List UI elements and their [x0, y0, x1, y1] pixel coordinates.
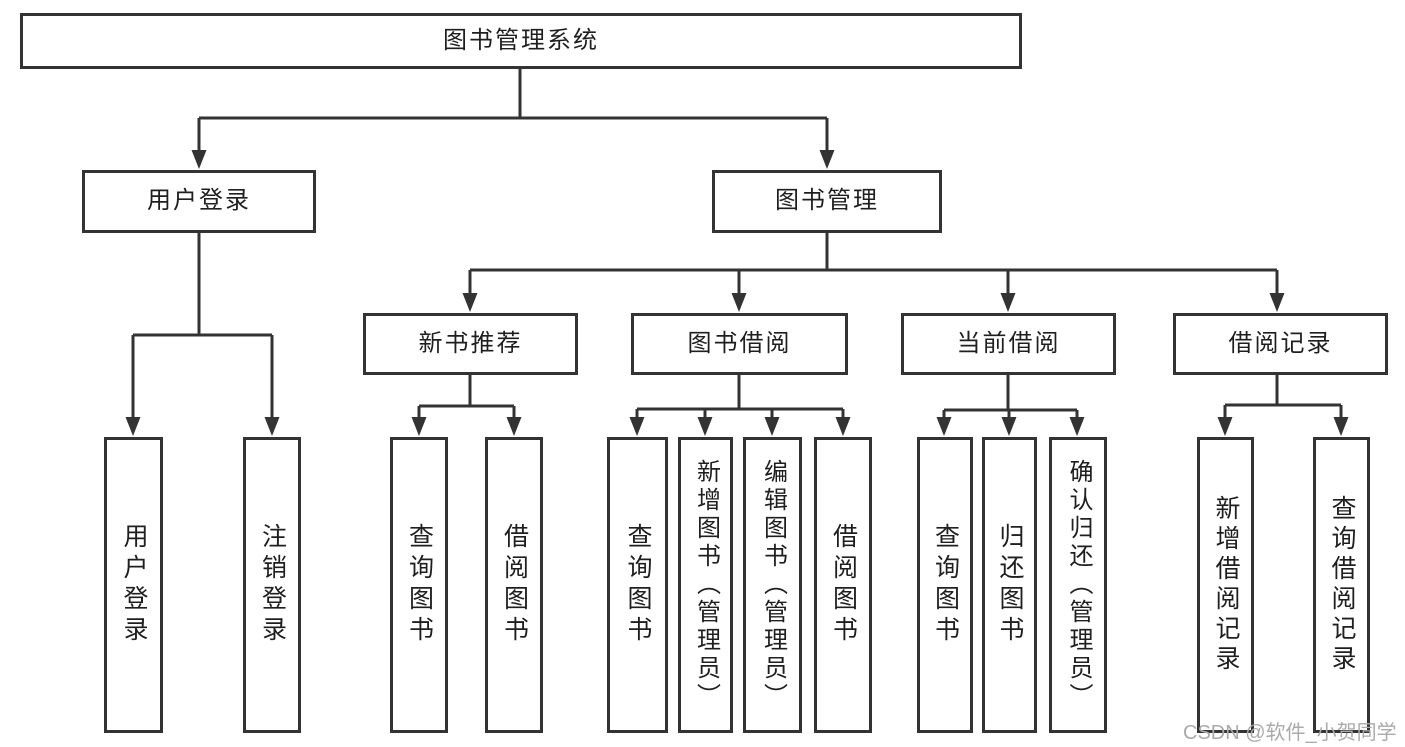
- node-book-borrow: 图书借阅: [631, 313, 848, 375]
- leaf-query-books-current: 查询图书: [917, 437, 973, 733]
- node-book-management: 图书管理: [712, 170, 942, 233]
- leaf-user-login: 用户登录: [104, 437, 163, 733]
- node-new-book-recommend: 新书推荐: [363, 313, 578, 375]
- arrowheads: [125, 150, 1349, 436]
- leaf-query-books-borrow: 查询图书: [607, 437, 668, 733]
- node-current-borrow: 当前借阅: [901, 313, 1116, 375]
- leaf-query-books-recommend: 查询图书: [390, 437, 448, 733]
- leaf-confirm-return-admin: 确认归还（管理员）: [1049, 437, 1107, 733]
- leaf-query-borrow-record: 查询借阅记录: [1313, 437, 1370, 733]
- leaf-edit-books-admin: 编辑图书（管理员）: [743, 437, 802, 733]
- node-user-login: 用户登录: [82, 170, 316, 233]
- leaf-borrow-books: 借阅图书: [814, 437, 872, 733]
- csdn-watermark: CSDN @软件_小贺同学: [1183, 722, 1397, 744]
- node-root-system: 图书管理系统: [20, 13, 1022, 69]
- leaf-add-borrow-record: 新增借阅记录: [1197, 437, 1254, 733]
- leaf-borrow-books-recommend: 借阅图书: [485, 437, 543, 733]
- leaf-return-books: 归还图书: [982, 437, 1037, 733]
- leaf-logout: 注销登录: [243, 437, 301, 733]
- node-borrow-records: 借阅记录: [1173, 313, 1388, 375]
- leaf-add-books-admin: 新增图书（管理员）: [678, 437, 733, 733]
